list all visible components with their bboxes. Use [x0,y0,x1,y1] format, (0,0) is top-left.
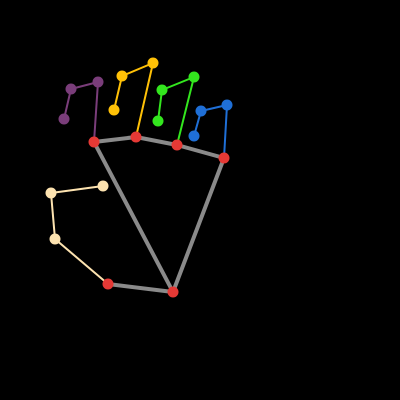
joint-thumb-cmc [102,278,114,290]
joint-ring-mcp [171,139,183,151]
ring-bone-ring_mcp-to-ring_pip [176,76,195,146]
thumb-bone-thumb_ip-to-thumb_tip [50,185,104,194]
ring-bone-ring_pip-to-ring_dip [161,76,195,91]
joint-thumb-tip [97,180,109,192]
joint-middle-mcp [130,131,142,143]
joint-middle-tip [108,104,120,116]
thumb-bone-thumb_mcp-to-thumb_ip [50,192,56,240]
joint-ring-dip [156,84,168,96]
joint-thumb-mcp [49,233,61,245]
middle-bone-middle_mcp-to-middle_pip [135,62,154,138]
joint-pinky-tip [188,130,200,142]
joint-ring-pip [188,71,200,83]
joint-index-dip [65,83,77,95]
middle-bone-middle_dip-to-middle_tip [113,75,123,111]
joints-layer [45,57,233,298]
joint-index-mcp [88,136,100,148]
palm-bone-ring_mcp-to-middle_mcp [134,135,179,147]
middle-bone-middle_pip-to-middle_dip [121,62,154,77]
joint-middle-pip [147,57,159,69]
palm-bone-index_mcp-to-wrist [92,140,175,294]
joint-thumb-ip [45,187,57,199]
pinky-bone-pinky_mcp-to-pinky_pip [223,104,228,159]
index-bone-index_mcp-to-index_pip [93,81,99,143]
joint-pinky-dip [195,105,207,117]
palm-bone-pinky_mcp-to-ring_mcp [175,143,226,160]
palm-bone-middle_mcp-to-index_mcp [92,135,138,144]
thumb-bone-thumb_cmc-to-thumb_mcp [54,238,109,285]
palm-bone-thumb_cmc-to-wrist [106,282,175,294]
joint-ring-tip [152,115,164,127]
palm-bone-wrist-to-pinky_mcp [171,156,226,294]
joint-middle-dip [116,70,128,82]
joint-pinky-pip [221,99,233,111]
joint-pinky-mcp [218,152,230,164]
joint-index-tip [58,113,70,125]
joint-index-pip [92,76,104,88]
joint-wrist [167,286,179,298]
